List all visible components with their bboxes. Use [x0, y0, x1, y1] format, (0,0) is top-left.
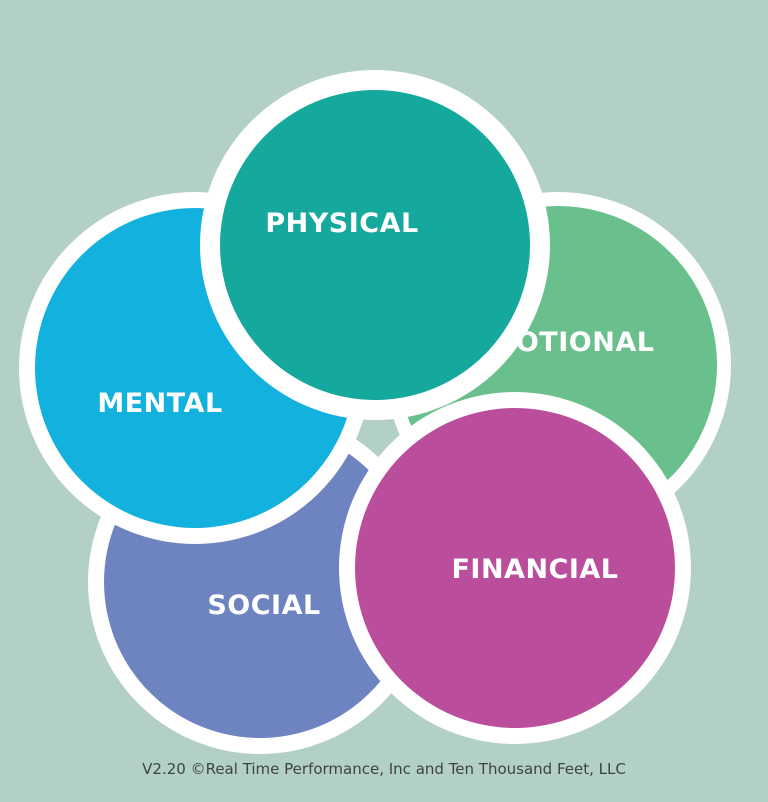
label-physical: PHYSICAL [265, 208, 418, 239]
circle-financial-fill [355, 408, 675, 728]
circle-physical: PHYSICAL [200, 70, 550, 420]
copyright-footer: V2.20 ©Real Time Performance, Inc and Te… [142, 760, 626, 778]
circle-physical-fill [220, 90, 530, 400]
label-mental: MENTAL [97, 388, 222, 419]
circle-financial: FINANCIAL [339, 392, 691, 744]
label-social: SOCIAL [207, 590, 320, 621]
label-financial: FINANCIAL [451, 554, 618, 585]
